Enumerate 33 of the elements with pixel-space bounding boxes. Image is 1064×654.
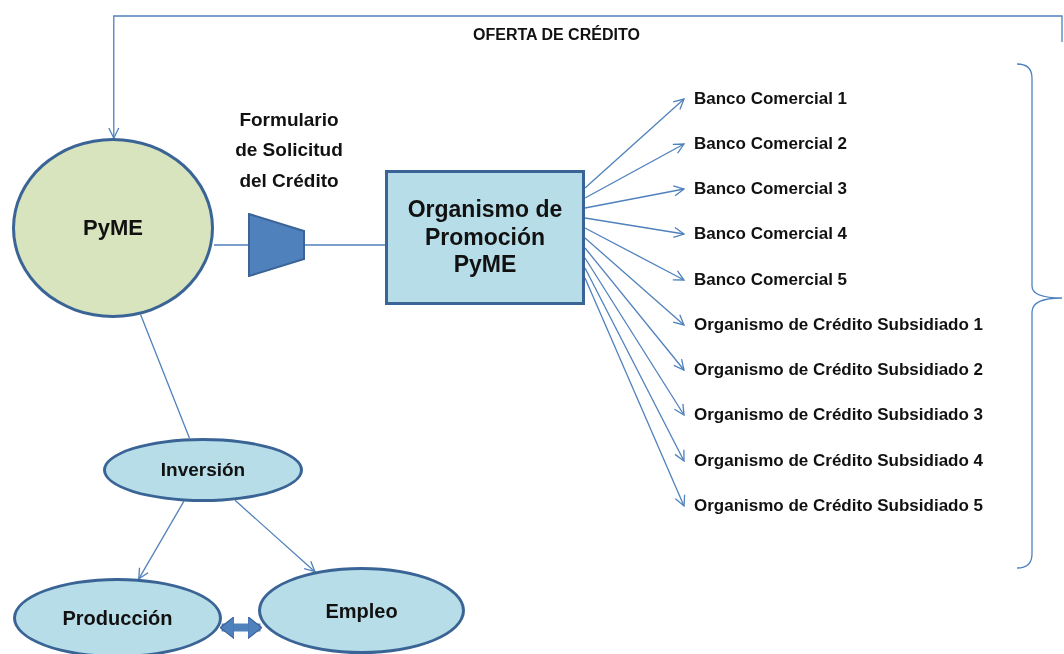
node-text: Inversión [160,458,246,482]
node-label: Banco Comercial 3 [694,176,884,202]
arrow [584,227,685,281]
node-label: Banco Comercial 1 [694,86,884,112]
trapezoid-shape [248,213,305,277]
connector-line [304,244,386,246]
arrow [584,143,685,199]
arrow [584,267,685,462]
node-label: Organismo de Crédito Subsidiado 1 [694,312,1029,338]
node-text: Empleo [325,598,398,623]
node-label: Banco Comercial 4 [694,221,884,247]
arrow [584,185,685,209]
arrow [584,217,685,238]
node-label: Organismo de Crédito Subsidiado 4 [694,448,1029,474]
node-text: Organismo de Promoción PyME [406,196,564,279]
node-text: Producción [62,606,173,630]
arrow [584,257,685,416]
node-label: Organismo de Crédito Subsidiado 2 [694,357,1029,383]
connector-line [139,313,191,439]
node-label: Organismo de Crédito Subsidiado 3 [694,402,1029,428]
arrow [584,98,685,189]
node-text: PyME [83,214,143,242]
arrow [138,500,185,580]
node-label: Banco Comercial 2 [694,131,884,157]
connector-line [213,244,249,246]
process-box [385,170,585,305]
node-label: Organismo de Crédito Subsidiado 5 [694,493,1029,519]
arrow [108,15,1063,139]
arrow [584,277,686,507]
arrow [584,237,685,326]
form-caption: Formulario de Solicitud del Crédito [234,108,344,193]
arrow [584,247,685,371]
node-label: Banco Comercial 5 [694,267,884,293]
